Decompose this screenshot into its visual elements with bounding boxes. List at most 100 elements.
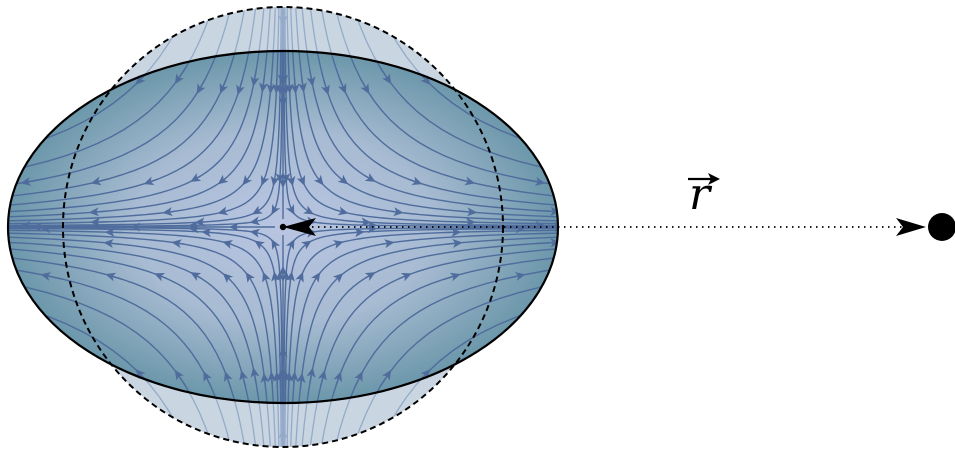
field-line-arrow (259, 77, 268, 93)
field-line-arrow (332, 240, 344, 249)
field-line-arrow (445, 239, 463, 248)
field-line-arrow (337, 78, 347, 94)
field-line (282, 51, 558, 228)
field-line-arrow (298, 77, 307, 93)
field-line-arrow (217, 174, 229, 185)
field-line-arrow (443, 272, 461, 282)
field-line-arrow (272, 78, 282, 94)
field-line-arrow (503, 272, 526, 281)
field-line-arrow (380, 369, 392, 386)
center-point (279, 223, 287, 231)
field-line-arrow (535, 206, 558, 216)
faint-field-line-arrow (463, 71, 483, 87)
field-line (320, 51, 558, 201)
field-line-arrow (83, 71, 103, 87)
field-line-arrow (380, 68, 392, 85)
field-line (286, 51, 558, 225)
field-line-arrow (313, 174, 324, 186)
field-line (290, 51, 558, 223)
field-line-arrow (190, 173, 202, 182)
field-line (286, 229, 558, 403)
faint-field-line-arrow (83, 71, 103, 87)
field-line-arrow (260, 174, 270, 186)
faint-field-line-arrow (463, 367, 483, 383)
vector-label-group: r (688, 169, 720, 220)
vector-label: r (689, 169, 713, 220)
field-line-arrow (332, 273, 344, 284)
field-line-arrow (190, 272, 202, 281)
field-line-arrow (250, 367, 260, 384)
field-line-arrow (296, 174, 306, 186)
field-line-arrow (271, 203, 281, 215)
field-line-arrow (266, 78, 276, 95)
field-line-arrow (398, 273, 412, 282)
field-line-arrow (20, 176, 45, 186)
field-line-arrow (306, 367, 316, 384)
field-line (8, 256, 249, 403)
field-line-arrow (143, 176, 159, 186)
field-line (347, 277, 558, 403)
faint-field-line-arrow (83, 367, 103, 383)
field-line (317, 253, 558, 403)
field-line-arrow (286, 175, 296, 187)
vector-overarrow-head (708, 173, 720, 185)
field-line (8, 282, 219, 403)
field-line-arrow (360, 78, 370, 95)
field-line-arrow (354, 228, 365, 238)
field-line-arrow (245, 272, 255, 283)
sphere-outline-dashed (62, 6, 504, 448)
field-line-arrow (354, 371, 363, 388)
field-line-arrow (306, 70, 316, 87)
field-line-arrow (242, 174, 253, 186)
field-line-arrow (303, 205, 314, 215)
field-line (8, 51, 232, 187)
field-line-arrow (456, 176, 476, 186)
field-line-arrow (252, 205, 263, 215)
field-line-arrow (90, 176, 110, 186)
field-line (8, 226, 284, 403)
field-line-arrow (224, 371, 233, 388)
field-line-arrow (364, 173, 376, 182)
field-line (8, 302, 194, 403)
field-line (334, 51, 558, 190)
field-line (8, 51, 257, 207)
field-line-arrow (267, 371, 277, 388)
field-line-arrow (321, 79, 330, 96)
field-line-arrow (250, 70, 260, 87)
field-line (289, 231, 558, 403)
field-line-arrow (154, 273, 168, 282)
field-line-arrow (270, 175, 280, 187)
field-line-arrow (521, 176, 546, 186)
field-line-arrow (463, 71, 483, 87)
observer-point-icon (928, 213, 955, 241)
field-line (8, 229, 280, 403)
field-line-arrow (88, 207, 108, 217)
field-line-arrow (317, 370, 327, 387)
field-line-arrow (83, 367, 103, 383)
field-line-arrow (337, 174, 349, 185)
field-line-arrow (300, 240, 312, 250)
field-line-arrow (364, 272, 376, 281)
field-line-arrow (171, 239, 184, 249)
field-line-arrow (407, 176, 423, 186)
field-line-arrow (162, 207, 176, 217)
field-line-arrow (390, 207, 404, 217)
field-line-arrow (284, 78, 294, 94)
field-line-arrow (201, 228, 212, 238)
field-line-arrow (289, 371, 299, 388)
field-line-arrow (271, 239, 281, 251)
field-line (8, 232, 277, 403)
field-line-arrow (203, 371, 212, 388)
field-line-arrow (260, 372, 270, 390)
field-line (282, 226, 558, 403)
field-line-arrow (285, 203, 295, 215)
field-line (8, 51, 194, 152)
field-line-arrow (174, 68, 186, 85)
field-line-arrow (40, 272, 63, 281)
field-line-arrow (262, 271, 271, 283)
field-line-arrow (290, 78, 300, 95)
field-line-arrow (463, 367, 483, 383)
field-line-arrow (103, 239, 121, 248)
